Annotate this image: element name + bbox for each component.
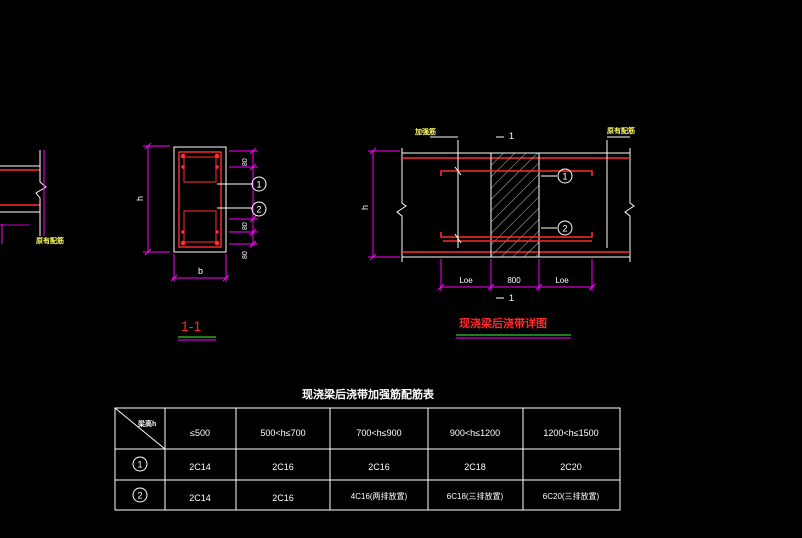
table-grid	[114, 407, 621, 511]
detail-left-break-line	[396, 148, 407, 262]
detail-callout-1-circle	[557, 168, 573, 184]
lower-inner-stirrup	[183, 210, 217, 243]
table-cell: 2C14	[189, 462, 211, 472]
table-header-cell: 700<h≤900	[356, 428, 401, 438]
detail-dim-right: Loe	[555, 276, 569, 285]
section-dim-top: 80	[242, 158, 249, 166]
section-callout-2-circle	[251, 201, 267, 217]
section-dim-mid: 80	[242, 222, 249, 230]
outer-stirrup	[178, 151, 222, 248]
table-row-2-id: 2	[137, 491, 142, 501]
left-beam-fragment: 原有配筋	[0, 150, 64, 245]
table-cell: 2C16	[272, 493, 294, 503]
table-cell: 6C20(三排放置)	[543, 491, 600, 501]
table-cell: 2C20	[560, 462, 582, 472]
upper-inner-stirrup	[183, 156, 217, 183]
table-header-cell: 1200<h≤1500	[543, 428, 598, 438]
detail-callout-2-circle	[557, 220, 573, 236]
detail-horizontal-dimension	[437, 259, 596, 291]
detail-dim-left: Loe	[459, 276, 473, 285]
table-header-cell: ≤500	[190, 428, 210, 438]
detail-existing-rebar-label: 原有配筋	[607, 126, 635, 135]
detail-title: 现浇梁后浇带详图	[459, 316, 547, 330]
detail-height-label: h	[360, 205, 370, 210]
table-header-cell: 500<h≤700	[260, 428, 305, 438]
section-outline	[173, 146, 227, 253]
table-header-cell: 900<h≤1200	[450, 428, 500, 438]
table-cell: 6C18(三排放置)	[447, 491, 504, 501]
table-row-2-id-circle	[132, 487, 148, 503]
section-title: 1-1	[181, 318, 201, 334]
rebar-table: 现浇梁后浇带加强筋配筋表 梁高h ≤500 500<h≤700 700<h≤90…	[114, 387, 621, 511]
table-cell: 2C16	[272, 462, 294, 472]
section-mark-bottom: 1	[509, 293, 514, 303]
detail-callout-2: 2	[562, 224, 567, 234]
detail-callout-1: 1	[562, 172, 567, 182]
table-corner-label: 梁高h	[137, 419, 156, 428]
table-row-1-id-circle	[132, 456, 148, 472]
table-cell: 2C14	[189, 493, 211, 503]
table-title: 现浇梁后浇带加强筋配筋表	[302, 387, 435, 401]
table-cell: 2C18	[464, 462, 486, 472]
table-cell: 2C16	[368, 462, 390, 472]
reinforcing-bars	[440, 170, 593, 242]
section-rebar-dots	[180, 153, 220, 246]
detail-dim-mid: 800	[507, 276, 521, 285]
section-callout-1-circle	[251, 176, 267, 192]
section-right-dimensions	[229, 147, 258, 248]
section-width-label: b	[198, 266, 203, 276]
post-cast-strip-detail: h 加强筋 原有配筋 1 1	[360, 126, 635, 339]
section-1-1: h	[135, 142, 267, 341]
section-callout-1: 1	[256, 180, 261, 190]
section-height-label: h	[135, 196, 145, 201]
detail-right-break-line	[624, 148, 635, 262]
table-row-1-id: 1	[137, 460, 142, 470]
table-cell: 4C16(两排放置)	[351, 491, 408, 501]
detail-reinforcing-bar-label: 加强筋	[414, 127, 436, 136]
section-dim-bottom: 80	[242, 251, 249, 259]
section-callout-2: 2	[256, 205, 261, 215]
section-mark-top: 1	[509, 131, 514, 141]
left-existing-rebar-label: 原有配筋	[36, 236, 64, 245]
